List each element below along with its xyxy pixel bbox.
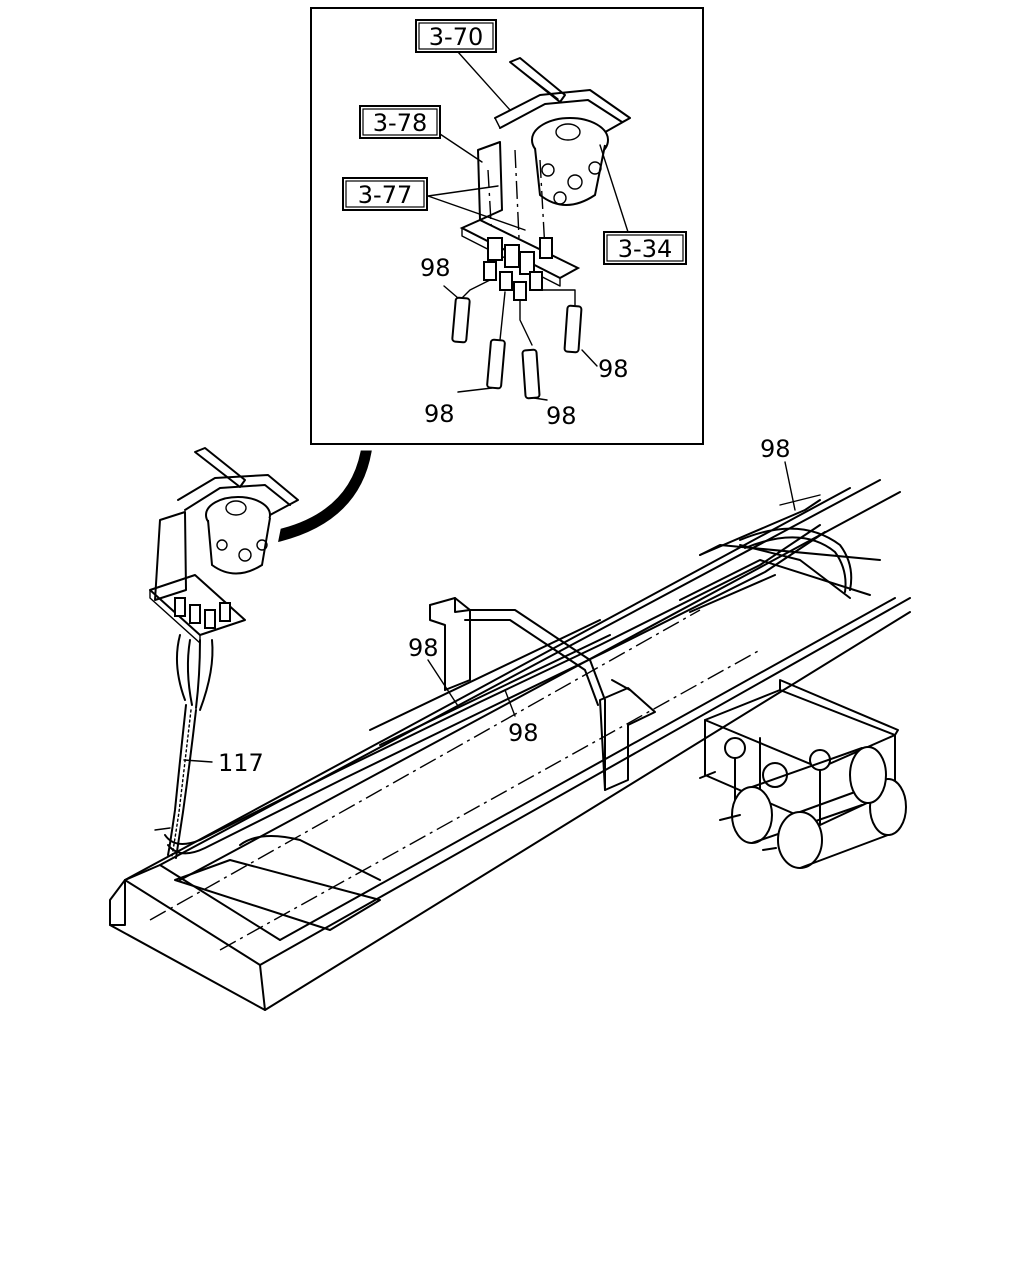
inset-callout-98-bottom-left: 98 [424,400,455,428]
inset-leader-lines [427,51,629,401]
main-leader-lines [183,461,796,763]
air-tank-assembly [699,679,907,869]
inset-callout-98-right: 98 [598,355,629,383]
inset-detail-view: 3-70 3-78 3-77 3-34 98 98 98 98 [310,7,704,445]
rear-bracket [599,679,656,791]
chassis-frame [109,479,911,1011]
main-callout-98-lower: 98 [508,719,539,747]
ref-label-3-34: 3-34 [603,231,687,265]
svg-text:3-77: 3-77 [358,181,412,209]
main-callout-98-center: 98 [408,634,439,662]
ref-label-3-77: 3-77 [342,177,428,211]
main-callout-117: 117 [218,749,264,777]
main-callout-98-top-right: 98 [760,435,791,463]
main-view: 98 98 98 117 [109,435,911,1011]
flex-hose-bundle [154,634,214,859]
svg-text:3-78: 3-78 [373,109,427,137]
inset-callout-98-bottom-right: 98 [546,402,577,430]
main-valve-assembly [149,447,299,644]
detail-connector-arrow [278,450,372,543]
ref-label-3-70: 3-70 [415,19,497,53]
ref-label-3-78: 3-78 [359,105,441,139]
svg-text:3-70: 3-70 [429,23,483,51]
inset-valve-assembly [451,57,631,400]
svg-text:3-34: 3-34 [618,235,672,263]
inset-callout-98-left: 98 [420,254,451,282]
